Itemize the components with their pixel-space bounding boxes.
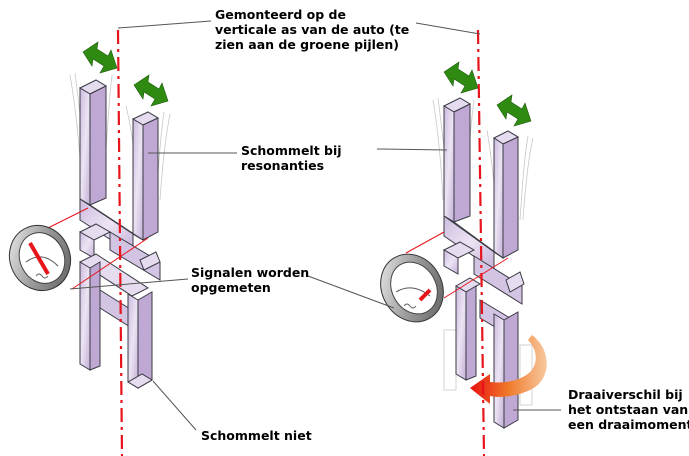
vertical-axis-line [116, 29, 124, 456]
label-rotation-difference: Draaiverschil bij het ontstaan van een d… [568, 387, 689, 432]
green-double-arrow-icon [82, 41, 118, 74]
signal-lines [405, 231, 509, 299]
signal-gauge [380, 253, 444, 323]
label-oscillates-at-resonance: Schommelt bij resonanties [241, 143, 342, 173]
oscillation-arrows [82, 41, 169, 107]
right-figure [380, 29, 547, 456]
leader-lines [69, 20, 561, 431]
gauge-needle [418, 288, 432, 302]
label-mounted-on-vertical-axis: Gemonteerd op de verticale as van de aut… [215, 7, 410, 52]
tuning-fork-element [442, 97, 525, 429]
green-double-arrow-icon [133, 74, 169, 107]
signal-gauge [8, 225, 72, 291]
vertical-axis-line [476, 29, 486, 456]
green-double-arrow-icon [496, 94, 532, 127]
oscillation-arrows [443, 61, 532, 127]
tuning-fork-element [78, 79, 161, 389]
signal-lines [43, 207, 149, 290]
label-signals-measured: Signalen worden opgemeten [191, 265, 310, 295]
label-does-not-oscillate: Schommelt niet [201, 428, 312, 443]
gauge-needle [28, 241, 50, 276]
left-figure [8, 29, 171, 456]
green-double-arrow-icon [443, 61, 479, 94]
rotation-arrow-icon [470, 335, 547, 404]
